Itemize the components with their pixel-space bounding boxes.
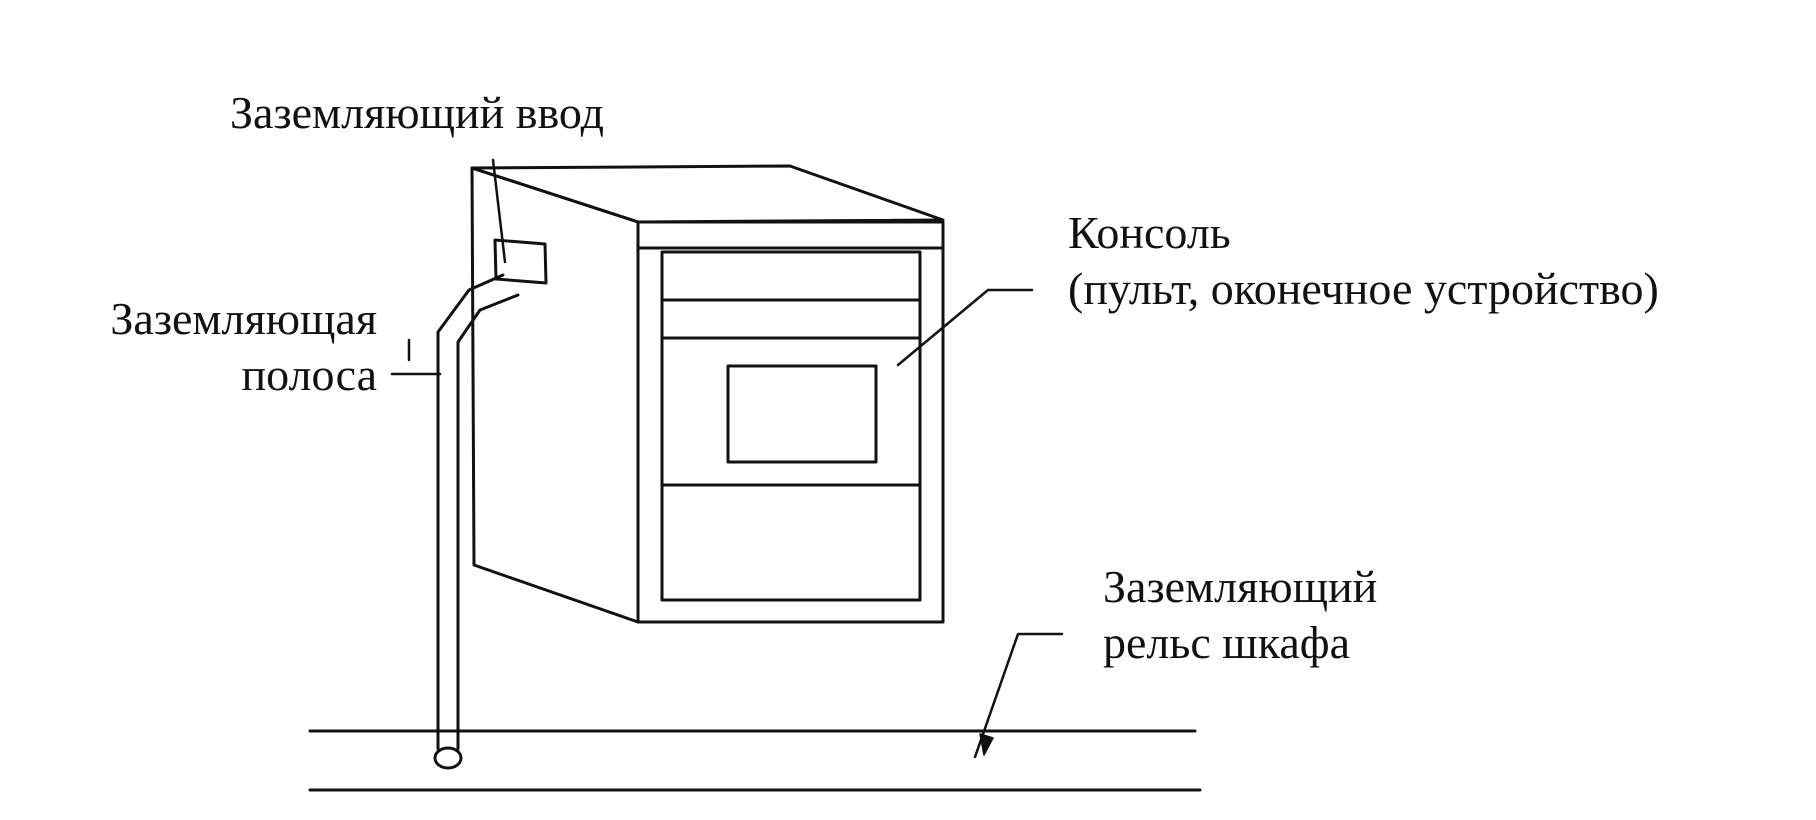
label-cabinet-rail-line1: Заземляющий [1103,561,1378,612]
console-box [472,166,943,622]
leader-lines [392,160,1062,757]
label-grounding-strip-line2: полоса [241,349,377,400]
leader-console [898,290,1032,365]
console-display-screen [728,366,876,462]
label-grounding-strip: Заземляющая полоса [55,291,377,403]
console-front-inner-frame [662,252,920,600]
cabinet-rail-arrowhead [980,734,993,755]
strip-end-cap [435,748,461,768]
console-side-face [472,168,638,622]
grounding-input-socket [495,240,546,283]
label-grounding-strip-line1: Заземляющая [110,293,377,344]
label-cabinet-grounding-rail: Заземляющий рельс шкафа [1103,559,1377,671]
label-console: Консоль (пульт, оконечное устройство) [1068,205,1659,317]
console-top-face [472,166,943,222]
strip-outline-right [458,295,518,749]
console-front-face [638,222,943,622]
strip-outline-left [438,275,503,749]
label-console-line1: Консоль [1068,207,1231,258]
leader-grounding-input [493,160,505,262]
label-cabinet-rail-line2: рельс шкафа [1103,617,1350,668]
socket-frame [495,240,546,283]
leader-cabinet-rail [975,634,1062,757]
label-console-line2: (пульт, оконечное устройство) [1068,263,1659,314]
label-grounding-input: Заземляющий ввод [230,87,604,138]
grounding-strip [435,275,518,768]
cabinet-grounding-rail [310,731,1200,790]
